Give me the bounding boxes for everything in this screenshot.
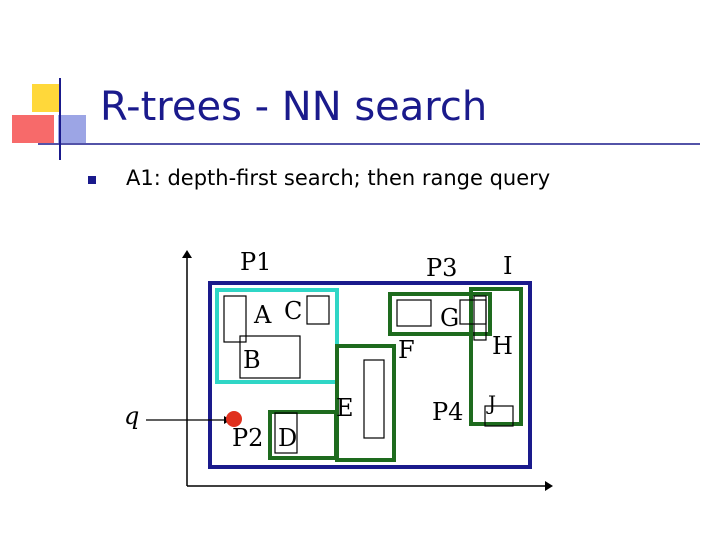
leaf-rect-a [223,295,247,343]
region-p4 [469,287,523,426]
leaf-rect-b [239,335,301,379]
leaf-rect-j [484,405,514,427]
label-p1: P1 [240,248,271,276]
leaf-rect-h [473,295,487,341]
query-point [226,411,242,427]
logo-blue-square [58,115,86,143]
label-p4: P4 [432,398,463,426]
logo-red-square [12,115,54,143]
label-h: H [492,332,513,360]
leaf-rect-f [396,299,432,327]
label-e: E [336,394,354,422]
label-d: D [278,424,297,452]
label-p3: P3 [426,254,457,282]
label-g: G [440,304,459,332]
region-e [335,344,396,462]
label-p2: P2 [232,424,263,452]
label-j: J [486,391,496,415]
label-c: C [284,297,302,325]
region-g-group [388,292,492,336]
label-f: F [398,336,415,364]
logo-yellow-square [32,84,60,112]
label-a: A [253,301,272,329]
label-b: B [243,346,261,374]
label-q: q [124,402,139,430]
y-axis-arrowhead [182,250,192,258]
bullet-text: A1: depth-first search; then range query [126,166,551,190]
bullet-marker [88,176,96,184]
leaf-rect-e [363,359,385,439]
slide-title: R-trees - NN search [100,84,488,130]
leaf-rect-d [274,412,298,454]
region-p3 [208,281,532,469]
label-i: I [503,252,512,280]
leaf-rect-c [306,295,330,325]
x-axis-arrowhead [545,481,553,491]
region-p1 [215,288,339,384]
